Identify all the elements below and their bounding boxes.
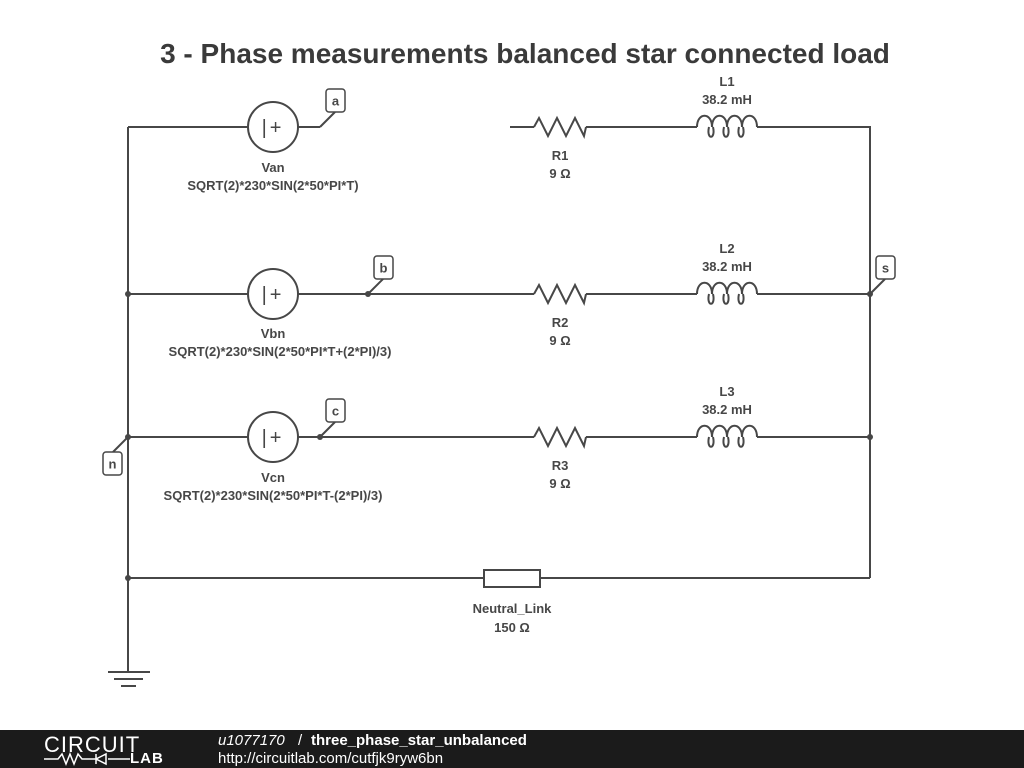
- source-vbn-expr: SQRT(2)*230*SIN(2*50*PI*T+(2*PI)/3): [169, 344, 392, 359]
- node-tag-s[interactable]: s: [869, 255, 896, 295]
- svg-text:n: n: [109, 457, 117, 472]
- node-tag-n[interactable]: n: [102, 436, 129, 476]
- voltage-source-vbn[interactable]: |+: [247, 268, 299, 320]
- node-tag-c[interactable]: c: [319, 398, 346, 438]
- source-van-expr: SQRT(2)*230*SIN(2*50*PI*T): [187, 178, 358, 193]
- node-tag-a[interactable]: a: [319, 88, 346, 128]
- footer-project-name[interactable]: three_phase_star_unbalanced: [311, 732, 527, 749]
- svg-text:s: s: [882, 261, 889, 276]
- svg-text:a: a: [332, 94, 340, 109]
- source-van-name: Van: [261, 160, 284, 175]
- inductor-l3-value: 38.2 mH: [702, 402, 752, 417]
- source-vcn-name: Vcn: [261, 470, 285, 485]
- footer-url-link[interactable]: http://circuitlab.com/cutfjk9ryw6bn: [218, 750, 444, 767]
- resistor-r3-value: 9 Ω: [549, 476, 570, 491]
- page-title: 3 - Phase measurements balanced star con…: [160, 38, 890, 69]
- circuit-logo-icon: [44, 752, 130, 766]
- junction-dot: [867, 434, 873, 440]
- resistor-r3[interactable]: [533, 425, 587, 449]
- node-tag-b[interactable]: b: [367, 255, 394, 295]
- resistor-r1[interactable]: [533, 115, 587, 139]
- source-vbn-name: Vbn: [261, 326, 286, 341]
- circuitlab-logo-text: CIRCUIT: [44, 732, 141, 757]
- source-symbol: |+: [262, 427, 285, 449]
- inductor-l3[interactable]: [696, 424, 758, 448]
- inductor-l2-name: L2: [719, 241, 734, 256]
- source-vcn-expr: SQRT(2)*230*SIN(2*50*PI*T-(2*PI)/3): [164, 488, 383, 503]
- resistor-r3-name: R3: [552, 458, 569, 473]
- neutral-link-value: 150 Ω: [494, 620, 530, 635]
- junction-dot: [125, 291, 131, 297]
- footer-username[interactable]: u1077170: [218, 732, 285, 749]
- resistor-r2-name: R2: [552, 315, 569, 330]
- footer-separator: /: [298, 732, 303, 749]
- neutral-link-resistor[interactable]: [483, 569, 541, 588]
- inductor-l1-name: L1: [719, 74, 734, 89]
- inductor-l2-value: 38.2 mH: [702, 259, 752, 274]
- svg-text:c: c: [332, 404, 339, 419]
- circuitlab-logo-lab: LAB: [130, 750, 164, 767]
- neutral-link-name: Neutral_Link: [473, 601, 553, 616]
- inductor-l3-name: L3: [719, 384, 734, 399]
- source-symbol: |+: [262, 117, 285, 139]
- voltage-source-vcn[interactable]: |+: [247, 411, 299, 463]
- resistor-r2[interactable]: [533, 282, 587, 306]
- phase-a-end-wire: [757, 126, 871, 578]
- resistor-r1-name: R1: [552, 148, 569, 163]
- inductor-l2[interactable]: [696, 281, 758, 305]
- inductor-l1[interactable]: [696, 114, 758, 138]
- footer-bar: CIRCUIT LAB u1077170 / three_phase_star_…: [0, 730, 1024, 768]
- circuit-schematic: |+ Van SQRT(2)*230*SIN(2*50*PI*T) |+ Vbn…: [102, 74, 896, 687]
- inductor-l1-value: 38.2 mH: [702, 92, 752, 107]
- junction-dot: [125, 575, 131, 581]
- voltage-source-van[interactable]: |+: [247, 101, 299, 153]
- resistor-r1-value: 9 Ω: [549, 166, 570, 181]
- resistor-r2-value: 9 Ω: [549, 333, 570, 348]
- ground-symbol: [108, 671, 150, 687]
- source-symbol: |+: [262, 284, 285, 306]
- svg-text:b: b: [380, 261, 388, 276]
